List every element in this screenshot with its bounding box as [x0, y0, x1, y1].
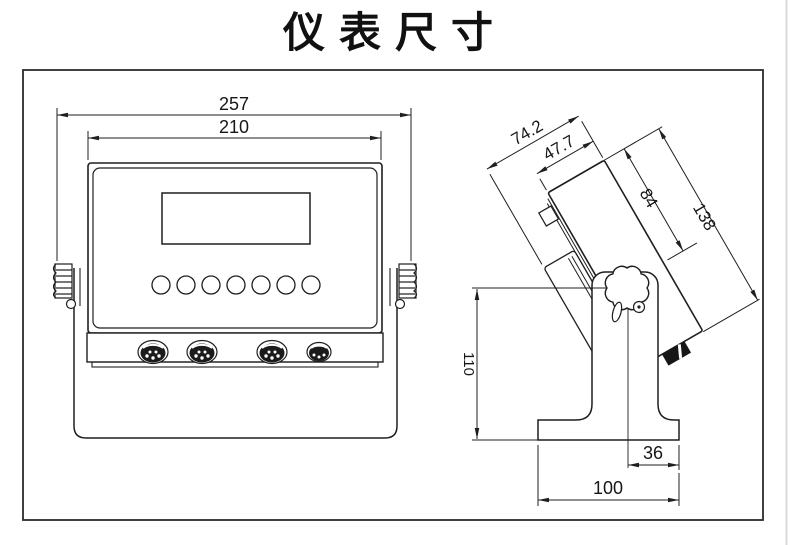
dim-label-138: 138	[689, 200, 720, 234]
panel-button	[301, 275, 321, 295]
display-window	[161, 192, 311, 245]
panel-button	[201, 275, 221, 295]
bottom-strip	[86, 332, 384, 363]
dim-label-110: 110	[460, 352, 477, 376]
panel-button	[251, 275, 271, 295]
connector-small	[306, 341, 332, 363]
dim-label-210: 210	[219, 117, 249, 137]
dim-stand-height: 110	[460, 289, 480, 439]
connector	[186, 339, 218, 365]
connector	[256, 339, 288, 365]
front-view: 257 210	[52, 94, 418, 439]
dim-label-74-2: 74.2	[508, 116, 546, 149]
dim-label-36: 36	[643, 443, 663, 463]
page-title: 仪表尺寸	[282, 9, 507, 56]
drawing-border	[22, 69, 764, 521]
stand-pillar	[537, 271, 680, 441]
bottom-lip	[91, 361, 379, 368]
dim-overall-width: 257	[56, 94, 412, 261]
side-view: 84 138 74.2 47.7	[460, 115, 760, 506]
lock-lever	[611, 301, 623, 323]
panel-button	[151, 275, 171, 295]
connectors	[137, 339, 332, 365]
dim-label-100: 100	[593, 478, 623, 498]
keypad	[151, 275, 321, 295]
panel-clip	[538, 205, 560, 227]
clamp-knob-left	[52, 263, 77, 310]
dim-base-width: 100	[537, 445, 680, 506]
clamp-knob-right	[394, 263, 418, 310]
housing-outline	[87, 162, 383, 334]
connector	[137, 339, 169, 365]
dim-panel-width: 210	[87, 117, 382, 160]
dim-pivot-to-base-edge: 36	[628, 443, 680, 470]
dim-label-47-7: 47.7	[540, 131, 578, 164]
connector-side	[662, 341, 692, 366]
panel-button	[176, 275, 196, 295]
panel-button	[226, 275, 246, 295]
front-panel	[92, 167, 378, 329]
dim-label-257: 257	[219, 94, 249, 114]
panel-button	[276, 275, 296, 295]
